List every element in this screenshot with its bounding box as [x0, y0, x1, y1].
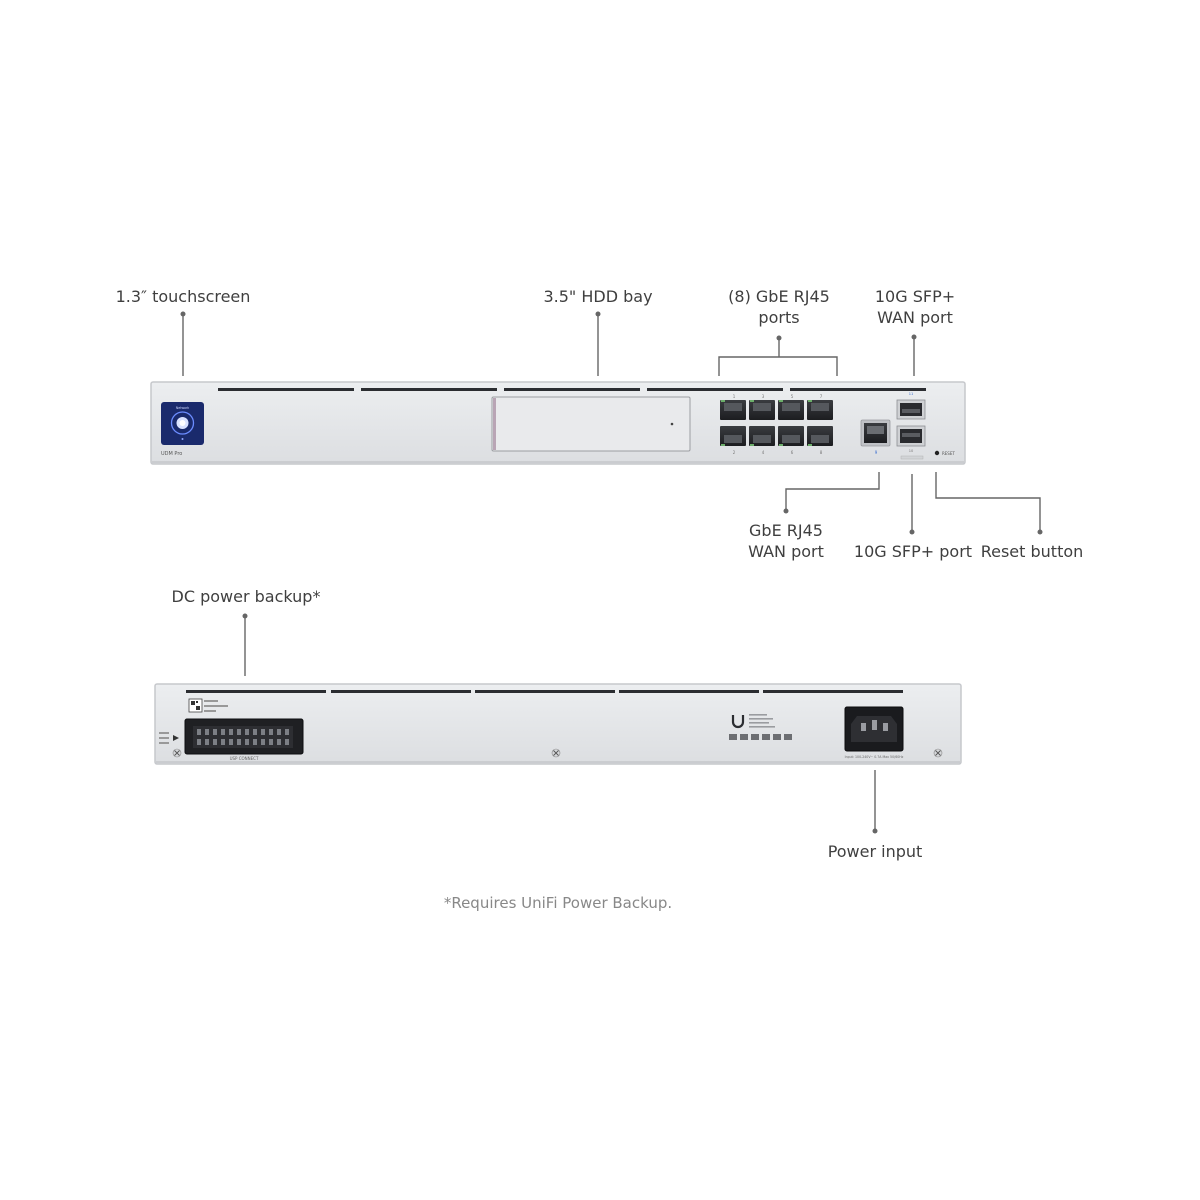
- rj45-port-4: [749, 426, 775, 446]
- rear-chassis: [154, 683, 962, 765]
- rj45-port-6: [778, 426, 804, 446]
- port-num-2: 2: [733, 450, 736, 455]
- sfp-wan-cage: [896, 399, 926, 420]
- hdd-bay: [491, 396, 691, 452]
- rj45-port-8: [807, 426, 833, 446]
- rear-vents: [186, 690, 903, 693]
- label-sfp-port: 10G SFP+ port: [853, 542, 973, 561]
- sfp-number: 10: [909, 449, 914, 453]
- label-touchscreen: 1.3″ touchscreen: [115, 287, 251, 306]
- rj45-port-1: [720, 400, 746, 420]
- label-sfp-wan: 10G SFP+WAN port: [874, 287, 956, 327]
- rj45-port-5: [778, 400, 804, 420]
- ground-symbol: [159, 732, 179, 744]
- device-model: UDM Pro: [161, 451, 182, 457]
- touchscreen-tag: Network: [176, 406, 189, 410]
- leader-reset: [935, 472, 1041, 531]
- reset-label: RESET: [942, 451, 955, 456]
- rear-panel: USP CONNECT Input: 100-240V~ 0.7A Max 50…: [154, 683, 962, 765]
- label-reset-button: Reset button: [980, 542, 1084, 561]
- dc-power-connector: [184, 718, 304, 755]
- regulatory-marks: [729, 734, 792, 740]
- power-rating: Input: 100-240V~ 0.7A Max 50/60Hz: [845, 755, 904, 759]
- rear-qr-code: [188, 698, 228, 713]
- rj45-port-2: [720, 426, 746, 446]
- front-panel: Network UDM Pro 1 3 5 7 2 4 6 8 9: [150, 381, 966, 465]
- port-num-5: 5: [791, 394, 794, 399]
- footnote: *Requires UniFi Power Backup.: [443, 894, 673, 912]
- rj45-port-3: [749, 400, 775, 420]
- touchscreen-display: [161, 402, 204, 445]
- port-num-4: 4: [762, 450, 765, 455]
- rj45-port-7: [807, 400, 833, 420]
- leader-gbe-wan: [785, 472, 880, 510]
- rear-screw-right: [933, 748, 943, 758]
- port-num-1: 1: [733, 394, 736, 399]
- port-num-3: 3: [762, 394, 765, 399]
- power-inlet: [844, 706, 904, 752]
- regulatory-text: [749, 714, 775, 728]
- gbe-rj45-ports: [720, 400, 833, 446]
- leader-gbe-ports: [718, 356, 838, 376]
- dc-connector-label: USP CONNECT: [230, 756, 259, 761]
- wan-port-number: 9: [875, 450, 878, 455]
- port-num-6: 6: [791, 450, 794, 455]
- port-num-7: 7: [820, 394, 823, 399]
- ubiquiti-logo-icon: [731, 715, 745, 729]
- rear-screw-middle: [551, 748, 561, 758]
- label-dc-backup: DC power backup*: [171, 587, 321, 606]
- sfp-port-cage: [896, 425, 926, 447]
- rear-screw-left: [172, 748, 182, 758]
- label-power-input: Power input: [827, 842, 923, 861]
- gbe-wan-port: [860, 419, 891, 447]
- front-vents: [218, 388, 926, 391]
- label-hdd-bay: 3.5" HDD bay: [543, 287, 653, 306]
- sfp-wan-number: 11: [909, 392, 914, 396]
- port-num-8: 8: [820, 450, 823, 455]
- reset-button[interactable]: [934, 450, 940, 456]
